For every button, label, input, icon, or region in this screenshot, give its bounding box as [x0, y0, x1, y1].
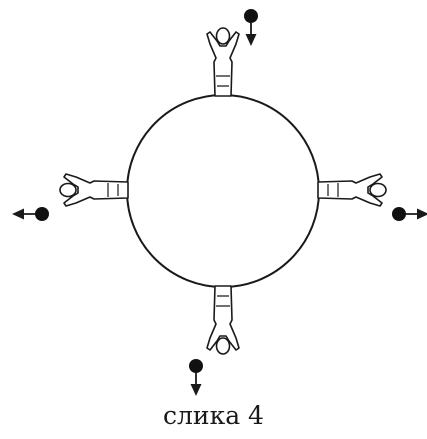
ball-right — [392, 207, 427, 221]
person-figure-top — [207, 28, 239, 96]
figure-caption: слика 4 — [0, 400, 427, 432]
person-figure-left — [60, 174, 128, 206]
ball-top — [244, 9, 258, 46]
person-figure-bottom — [207, 286, 239, 354]
planet-circle — [127, 95, 319, 287]
ball-left — [12, 207, 49, 221]
ball-bottom — [189, 359, 203, 396]
person-figure-right — [318, 174, 386, 206]
